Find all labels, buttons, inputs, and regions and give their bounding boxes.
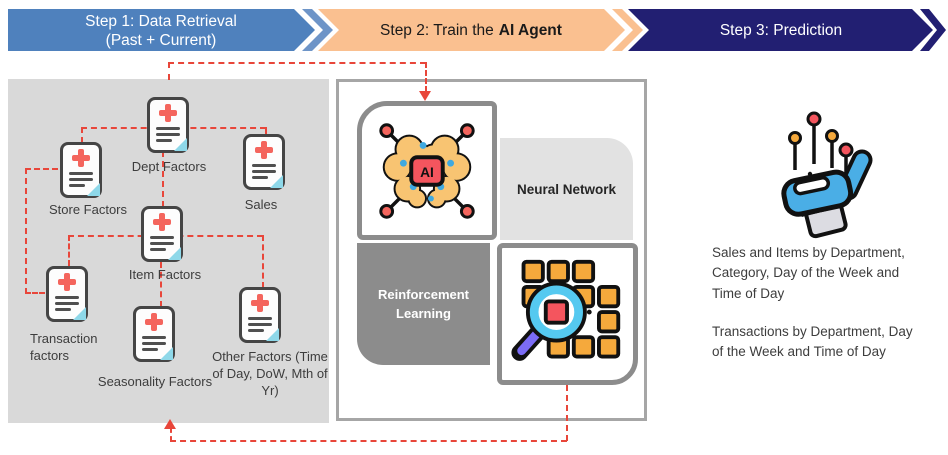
reinforcement-learning-label-box: Reinforcement Learning <box>357 243 490 365</box>
step3-title: Step 3: Prediction <box>720 22 842 39</box>
circuit-node-dots <box>379 123 475 219</box>
step2-banner-shape <box>318 9 625 51</box>
medical-cross-icon <box>153 213 171 231</box>
palm <box>781 169 854 217</box>
step1-title-line2: (Past + Current) <box>106 32 217 49</box>
step2-title: Step 2: Train the AI Agent <box>380 22 562 39</box>
document-icon-dept-factors <box>147 97 189 153</box>
connector-dashed <box>170 428 172 441</box>
step1-banner-shape <box>8 9 315 51</box>
connector-dashed <box>25 292 45 294</box>
document-icon-other-factors <box>239 287 281 343</box>
connector-dashed <box>262 235 264 288</box>
document-icon-sales <box>243 134 285 190</box>
step2-title-bold: AI Agent <box>499 22 562 39</box>
highlighted-square <box>543 299 569 325</box>
document-icon-item-factors <box>141 206 183 262</box>
step3-chevron-tip-icon <box>920 9 946 51</box>
ai-brain-chip-icon: AI <box>379 123 475 219</box>
connector-dashed <box>162 151 164 207</box>
blue-synapse-dots <box>399 141 455 202</box>
connector-dashed <box>25 168 58 170</box>
robot-hand-icon <box>781 111 873 239</box>
doc-label-item-factors: Item Factors <box>128 267 202 282</box>
antenna-stems <box>793 124 848 174</box>
ai-brain-box: AI <box>357 101 497 240</box>
lens-outline <box>525 281 587 343</box>
connector-dashed <box>265 127 267 136</box>
medical-cross-icon <box>255 141 273 159</box>
page-fold-icon <box>87 183 100 196</box>
neural-network-label: Neural Network <box>516 181 617 197</box>
step1-title-line1: Step 1: Data Retrieval <box>85 13 237 30</box>
doc-label-other-factors: Other Factors (Time of Day, DoW, Mth of … <box>212 349 328 399</box>
reinforcement-learning-label: Reinforcement Learning <box>377 286 470 322</box>
connector-dashed <box>68 235 70 266</box>
document-icon-store-factors <box>60 142 102 198</box>
neural-network-label-box: Neural Network <box>500 138 633 240</box>
doc-label-dept-factors: Dept Factors <box>131 159 207 174</box>
ai-chip <box>409 155 445 187</box>
step2-title-prefix: Step 2: Train the <box>380 22 494 39</box>
step1-chevron-tip-icon <box>302 9 333 51</box>
connector-dashed <box>425 62 427 92</box>
doc-label-seasonality-factors: Seasonality Factors <box>97 374 213 389</box>
step-banners: Step 1: Data Retrieval (Past + Current) … <box>8 9 946 51</box>
medical-cross-icon <box>159 104 177 122</box>
page-fold-icon <box>174 138 187 151</box>
connector-dashed <box>81 127 83 143</box>
medical-cross-icon <box>72 149 90 167</box>
medical-cross-icon <box>58 273 76 291</box>
page-fold-icon <box>168 247 181 260</box>
connector-dashed <box>25 168 27 294</box>
connector-dashed <box>566 385 568 441</box>
magnifier-handle <box>516 328 541 356</box>
page-fold-icon <box>266 328 279 341</box>
page-fold-icon <box>270 175 283 188</box>
connector-dashed <box>168 62 170 80</box>
arrowhead-up-icon <box>164 419 176 429</box>
medical-cross-icon <box>145 313 163 331</box>
antenna-dot-red <box>806 111 822 127</box>
antenna-dot-orange <box>825 129 839 143</box>
arrowhead-down-icon <box>419 91 431 101</box>
step3-banner-shape <box>628 9 933 51</box>
prediction-text-transactions: Transactions by Department, Day of the W… <box>712 324 913 360</box>
connector-dashed <box>160 262 162 307</box>
connector-dashed <box>170 440 567 442</box>
page-fold-icon <box>160 347 173 360</box>
document-icon-seasonality-factors <box>133 306 175 362</box>
antenna-dot-orange <box>788 131 802 145</box>
ai-chip-label: AI <box>420 165 434 180</box>
prediction-text-sales: Sales and Items by Department, Category,… <box>712 245 905 301</box>
doc-label-transaction-factors: Transaction factors <box>30 331 98 364</box>
step2-chevron-tip-icon <box>612 9 643 51</box>
doc-label-store-factors: Store Factors <box>48 202 128 217</box>
data-analysis-box <box>497 243 638 385</box>
medical-cross-icon <box>251 294 269 312</box>
page-fold-icon <box>73 307 86 320</box>
antenna-dot-red <box>838 142 854 158</box>
magnifier-data-grid-icon <box>510 259 620 361</box>
connector-dashed <box>168 62 426 64</box>
doc-label-sales: Sales <box>244 197 278 212</box>
document-icon-transaction-factors <box>46 266 88 322</box>
